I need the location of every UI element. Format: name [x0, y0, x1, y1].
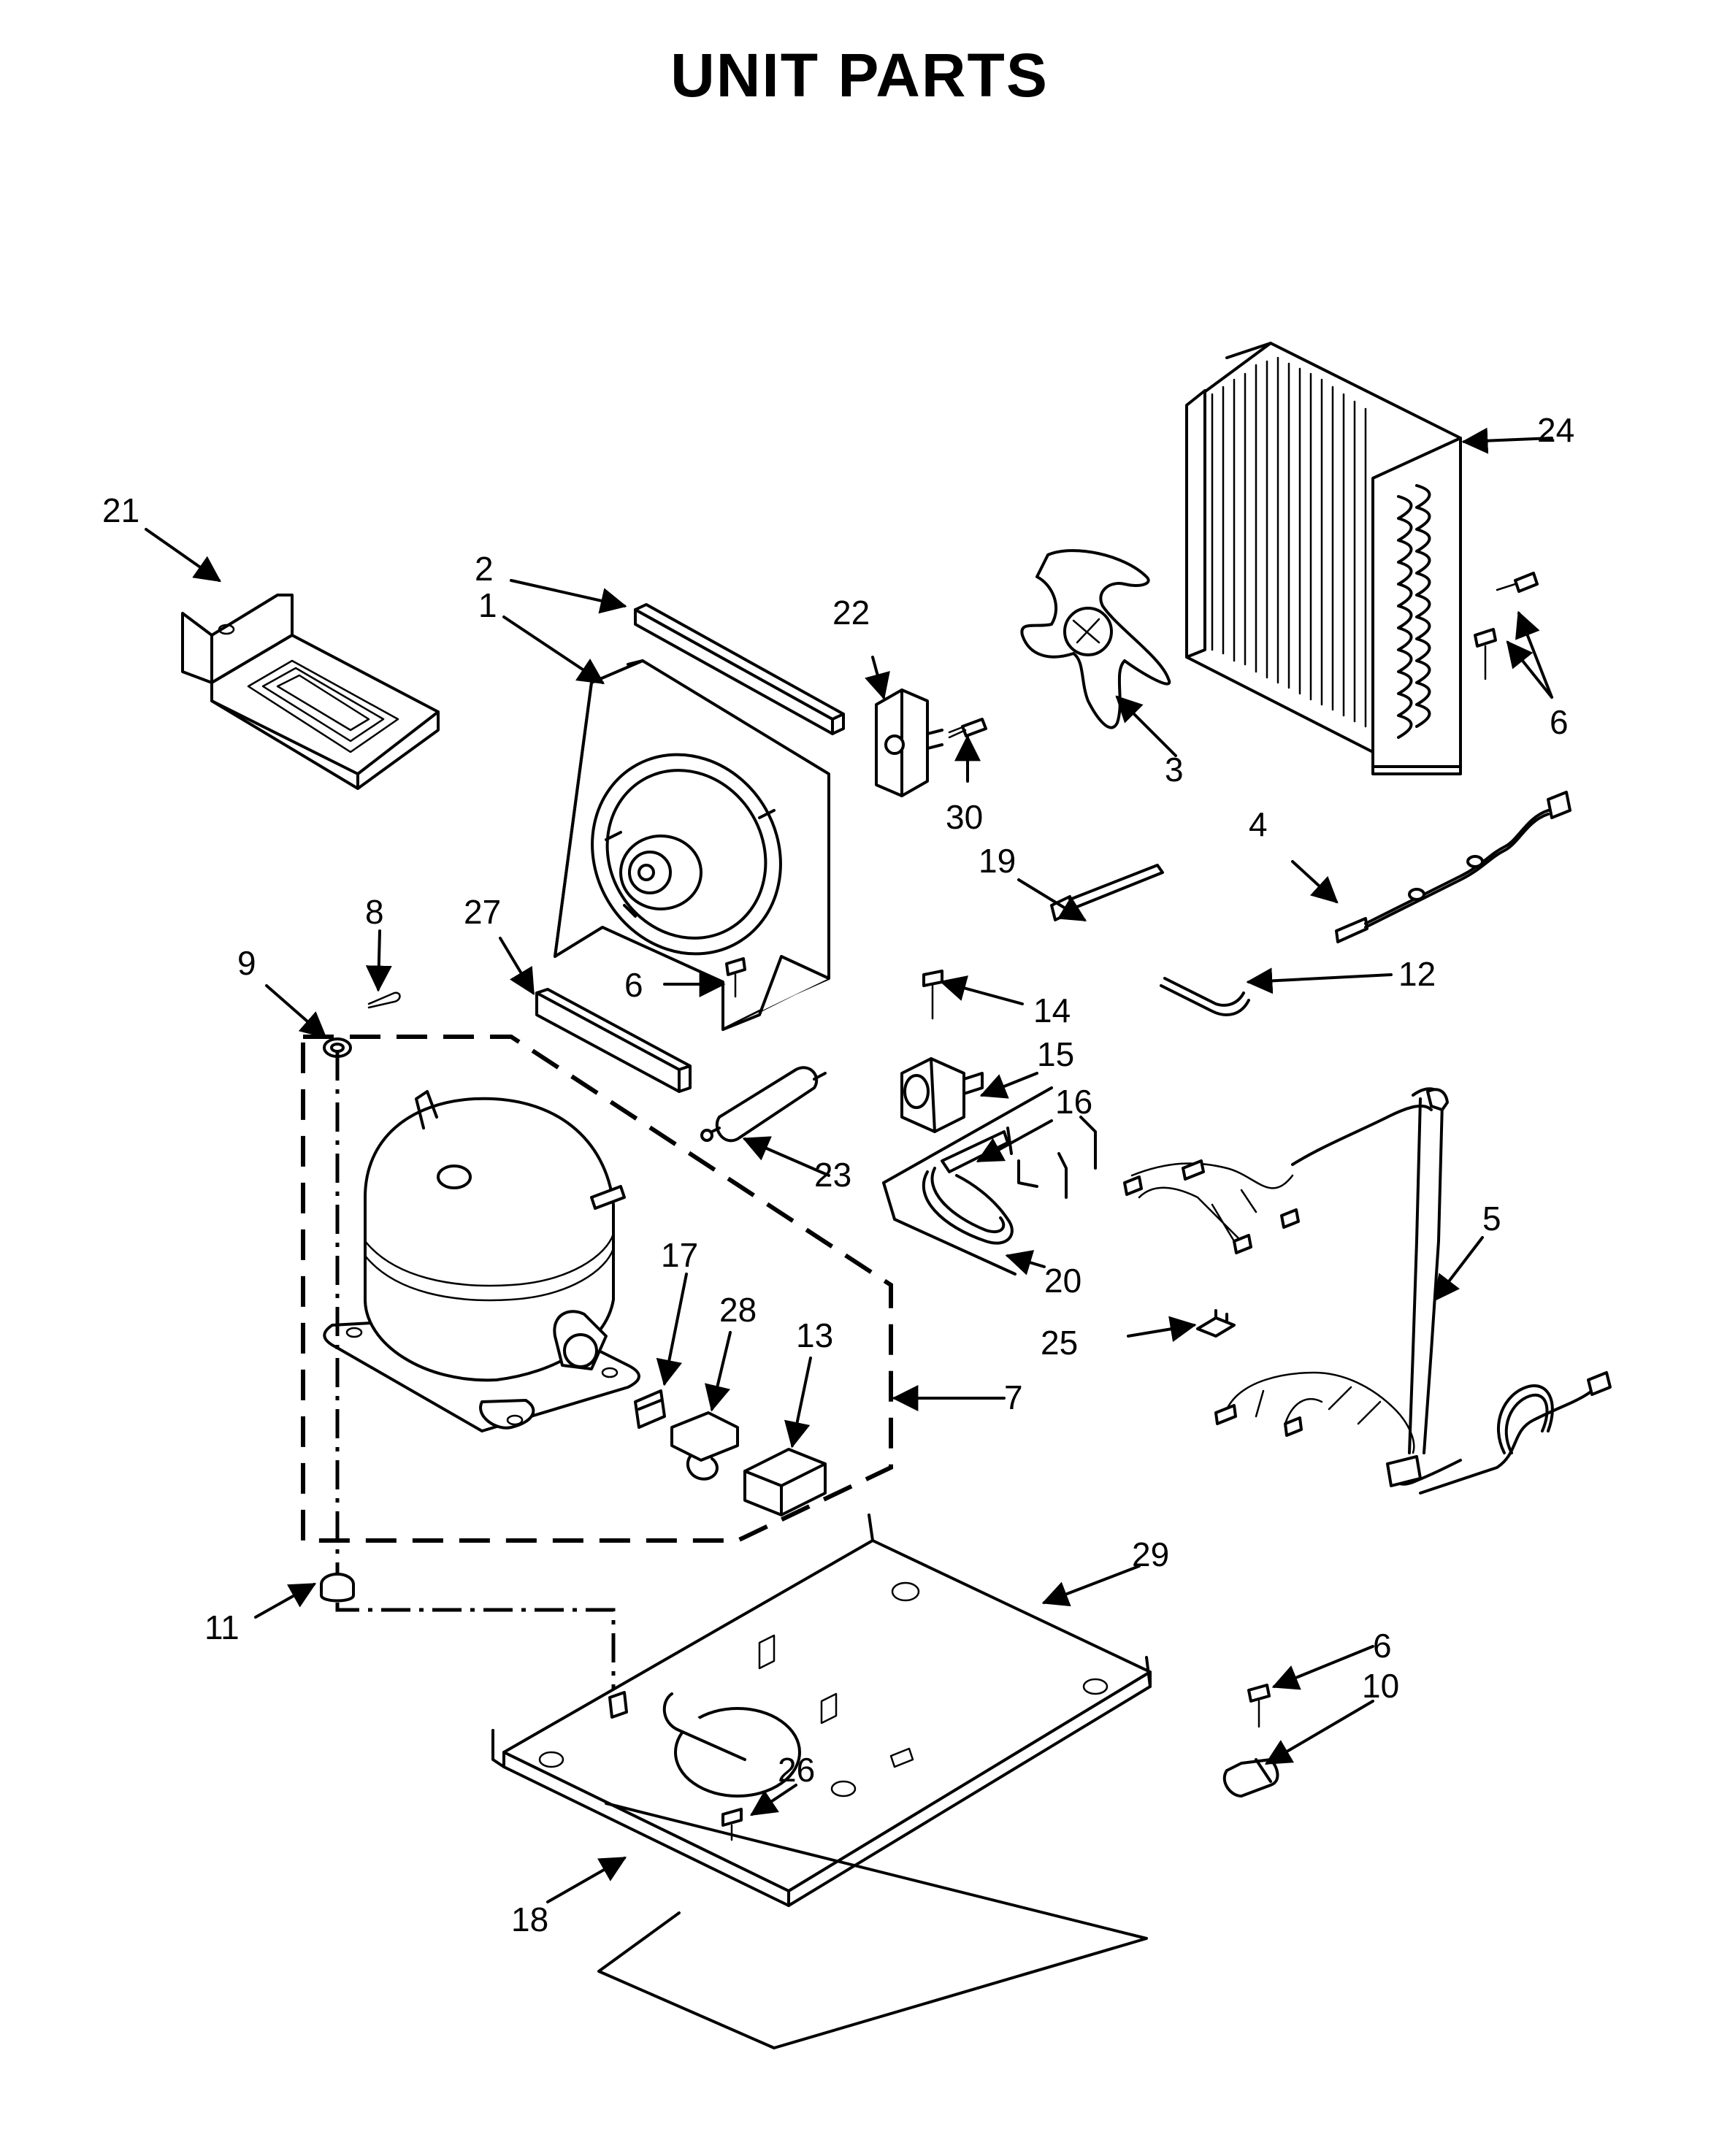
drain-pan-part	[181, 594, 440, 790]
callout-6: 6	[624, 966, 643, 1004]
screw-part	[725, 957, 746, 998]
condenser-part	[1185, 342, 1462, 775]
page-title: UNIT PARTS	[670, 41, 1049, 110]
callout-labels: 21 2 1 22 24 6 3 30 4 19 12 27 8 9 6 14 …	[102, 411, 1574, 1938]
callout-26: 26	[778, 1751, 815, 1789]
callout-9: 9	[237, 944, 256, 982]
callout-11: 11	[204, 1608, 240, 1646]
grommet-part	[323, 991, 401, 1058]
callout-28: 28	[719, 1291, 757, 1329]
base-plate-part	[491, 1514, 1152, 1907]
callout-19: 19	[979, 842, 1016, 880]
screw-part	[1474, 628, 1497, 680]
screw-part	[922, 970, 943, 1020]
drier-part	[700, 1066, 827, 1143]
callout-2: 2	[475, 550, 494, 588]
bracket-part	[535, 988, 692, 1093]
start-relay-part	[670, 1411, 739, 1481]
callout-16: 16	[1055, 1083, 1092, 1121]
compressor-part	[323, 1090, 640, 1432]
overload-part	[634, 1389, 666, 1429]
compressor-group-boundary	[301, 1035, 893, 1543]
callout-3: 3	[1165, 751, 1184, 789]
screw-part	[948, 718, 987, 739]
screw-part	[1496, 572, 1539, 593]
callout-22: 22	[832, 594, 870, 632]
callout-6: 6	[1373, 1627, 1392, 1665]
main-harness-part	[1123, 1087, 1612, 1495]
callout-6: 6	[1550, 703, 1569, 741]
callout-18: 18	[511, 1900, 548, 1938]
leader-lines	[145, 427, 1553, 1903]
insulation-pad-part	[597, 1802, 1148, 2049]
capacitor-part	[743, 1448, 827, 1516]
callout-8: 8	[365, 893, 384, 931]
callout-12: 12	[1398, 955, 1436, 993]
callout-1: 1	[478, 586, 497, 624]
callout-5: 5	[1482, 1200, 1501, 1238]
callout-17: 17	[661, 1236, 698, 1274]
callout-20: 20	[1044, 1262, 1081, 1300]
solenoid-part	[900, 1057, 984, 1133]
callout-10: 10	[1362, 1667, 1399, 1705]
callout-14: 14	[1033, 991, 1071, 1029]
screw-part	[721, 1808, 743, 1841]
relay-part	[875, 688, 943, 797]
callout-30: 30	[946, 798, 983, 836]
callout-29: 29	[1132, 1535, 1169, 1573]
callout-15: 15	[1037, 1035, 1074, 1073]
callout-4: 4	[1249, 805, 1268, 843]
clip-part	[1196, 1309, 1236, 1338]
tube-part	[1160, 977, 1250, 1016]
callout-27: 27	[464, 893, 501, 931]
callout-24: 24	[1537, 411, 1574, 449]
fan-blade-part	[1020, 549, 1171, 729]
callout-23: 23	[814, 1156, 851, 1194]
wire-harness-part	[1335, 791, 1571, 943]
clamp-part	[1222, 1684, 1279, 1798]
callout-25: 25	[1041, 1324, 1078, 1362]
callout-13: 13	[796, 1316, 833, 1354]
fan-motor-shroud-part	[554, 659, 830, 1031]
compressor-mount-grommet	[320, 1051, 616, 1697]
callout-7: 7	[1004, 1378, 1023, 1416]
callout-21: 21	[102, 491, 139, 529]
gasket-strip-part	[634, 603, 845, 735]
